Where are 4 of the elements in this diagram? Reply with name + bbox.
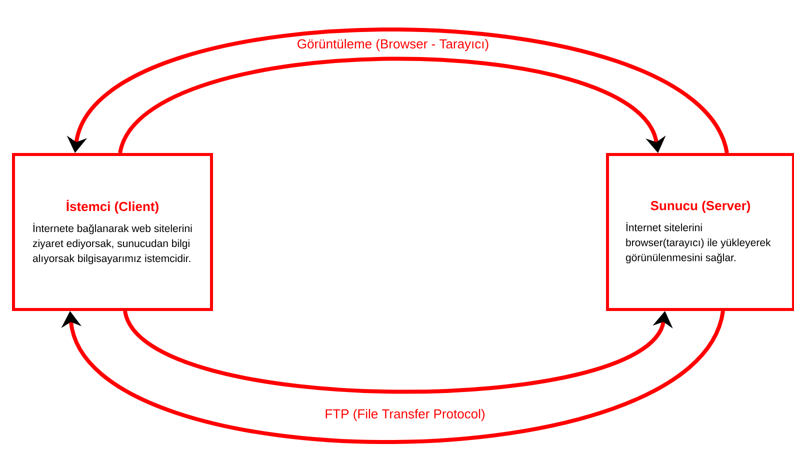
process-box: İstemci (Client) İnternete bağlanarak web sitelerini ziyaret ediyorsak, sunucudan bilgi alıyorsak bilgisayarımız istemcidir. xyxy=(12,153,213,311)
arc-label: FTP (File Transfer Protocol) xyxy=(322,406,488,424)
arc-label: Görüntüleme (Browser - Tarayıcı) xyxy=(294,36,492,54)
process-box: Sunucu (Server) İnternet sitelerini browser(tarayıcı) ile yükleyerek görünülenmesini sağlar. xyxy=(606,153,794,311)
